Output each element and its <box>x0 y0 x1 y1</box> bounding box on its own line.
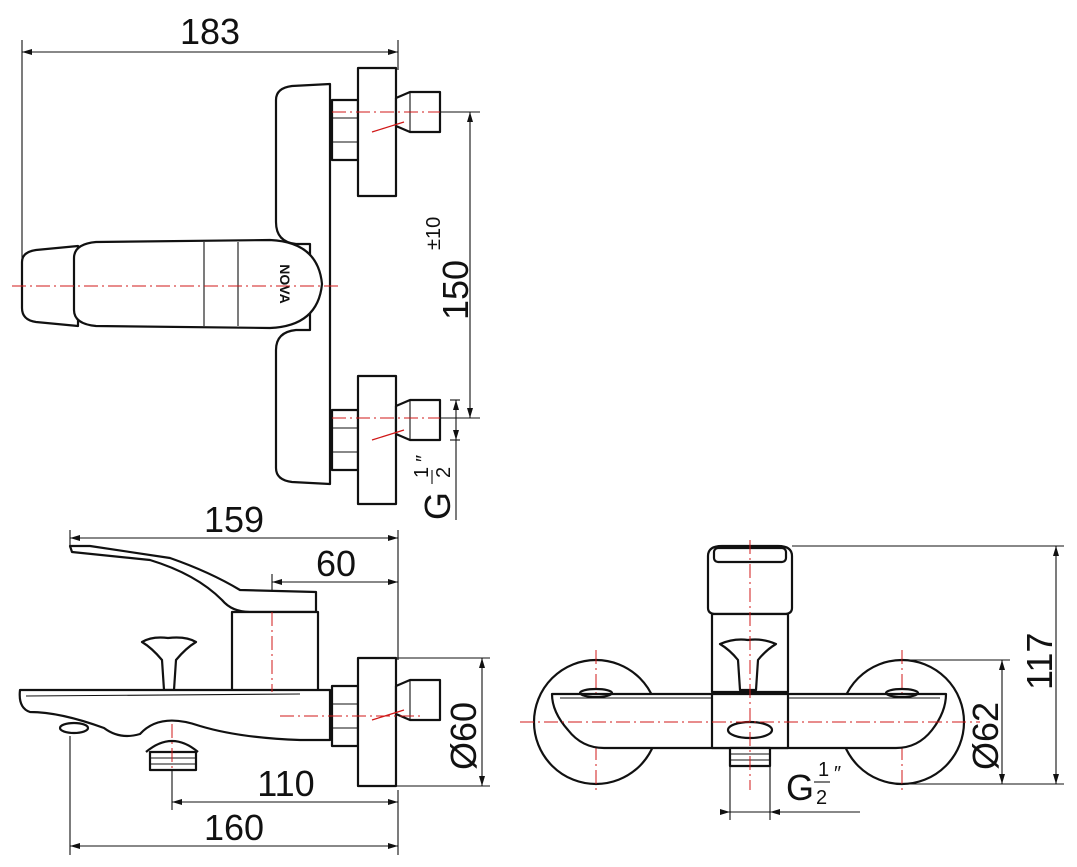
dim-diam60: Ø60 <box>396 657 490 787</box>
front-diverter-knob <box>718 638 778 692</box>
dim-160-label: 160 <box>204 807 264 848</box>
front-thread-suffix: ″ <box>834 763 841 785</box>
side-cartridge <box>230 610 320 694</box>
front-thread-g12: G 1 2 ″ <box>720 759 860 820</box>
front-thread-denominator: 2 <box>816 787 827 809</box>
side-outlet-thread <box>148 750 198 772</box>
dim-diam60-label: Ø60 <box>443 702 484 770</box>
thread-numerator: 1 <box>411 467 433 478</box>
dim-159: 159 <box>69 499 399 660</box>
thread-suffix: ″ <box>413 455 435 462</box>
thread-denominator: 2 <box>433 467 455 478</box>
top-connector-lower <box>330 374 480 506</box>
dim-183: 183 <box>21 11 399 260</box>
top-lever: NOVA <box>12 238 340 330</box>
dim-117-label: 117 <box>1019 633 1060 690</box>
dim-159-label: 159 <box>204 499 264 540</box>
side-spout <box>18 688 332 742</box>
side-lever <box>68 544 318 614</box>
dim-150-tolerance: ±10 <box>423 217 445 250</box>
front-view: G 1 2 ″ Ø62 117 <box>520 540 1064 820</box>
side-connector <box>280 656 442 788</box>
front-thread-letter: G <box>786 767 814 808</box>
top-view: 183 <box>12 11 480 520</box>
thread-letter: G <box>417 492 458 520</box>
top-connector-upper <box>330 66 480 198</box>
top-thread-g12: G 1 2 ″ <box>411 399 460 520</box>
dim-110-label: 110 <box>257 763 314 804</box>
side-diverter-knob <box>140 636 198 692</box>
dim-110: 110 <box>171 763 399 855</box>
dim-diam62: Ø62 <box>902 659 1010 785</box>
dim-60-label: 60 <box>316 543 356 584</box>
dim-150: 150 ±10 <box>423 111 480 419</box>
dim-117: 117 <box>792 545 1064 785</box>
front-thread-numerator: 1 <box>818 759 829 781</box>
dim-diam62-label: Ø62 <box>965 702 1006 770</box>
front-lever-cap <box>706 544 794 616</box>
side-view: 159 60 <box>18 499 490 855</box>
dim-160: 160 <box>69 736 398 855</box>
logo-text: NOVA <box>277 264 293 303</box>
dim-183-label: 183 <box>180 11 240 52</box>
dim-150-label: 150 <box>435 260 476 320</box>
